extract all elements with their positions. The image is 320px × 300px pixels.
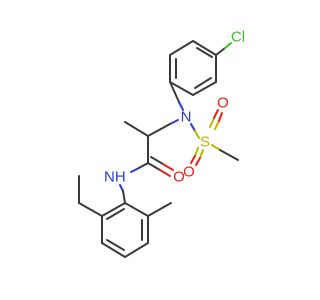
c-nh-bond-carbon <box>136 162 149 170</box>
sulfonyl-oxygen-upper-label: O <box>217 95 229 112</box>
ring-n-bond-nitrogen <box>178 101 184 111</box>
ring1-bond-d-inner <box>194 77 212 89</box>
ring2-bond-a <box>124 202 149 217</box>
so-lower-2-sulfur <box>199 149 204 159</box>
nh-ring-bond-carbon <box>122 190 126 204</box>
ring1-bond-d <box>192 81 217 96</box>
n-ca-bond-nitrogen <box>169 119 179 125</box>
ethyl-bond-1 <box>78 202 103 217</box>
s-methyl-bond-sulfur <box>211 144 221 151</box>
sulfur-label: S <box>200 134 210 151</box>
nh-ring-bond-nitrogen <box>119 184 124 192</box>
ring2-bond-c <box>124 242 149 258</box>
sulfonyl-oxygen-lower-label: O <box>183 164 195 181</box>
sulfonamide-nitrogen-label: N <box>181 109 192 126</box>
chlorine-label: Cl <box>231 29 245 46</box>
ring1-bond-b <box>192 40 217 56</box>
so-upper-2-sulfur <box>214 120 220 130</box>
so-upper-2-oxygen <box>218 112 223 122</box>
ring2-bond-d-inner <box>106 239 125 251</box>
molecule-diagram: Cl N S O O O NH <box>78 29 245 258</box>
n-s-bond-nitrogen <box>190 123 196 132</box>
ca-methyl-bond <box>124 121 149 137</box>
ring2-bond-d <box>101 242 126 258</box>
c-cl-bond-carbon <box>215 47 226 56</box>
ring1-bond-b-inner <box>196 47 213 58</box>
n-s-bond-sulfur <box>194 130 200 139</box>
s-methyl-bond-carbon <box>219 149 239 161</box>
ring2-methyl-bond <box>147 202 172 217</box>
co-bond-2-carbon <box>150 156 164 165</box>
co-bond-1-oxygen <box>159 169 171 177</box>
co-bond-2-oxygen <box>162 163 174 171</box>
so-lower-1-sulfur <box>194 147 199 157</box>
co-bond-1-carbon <box>147 162 161 171</box>
ring2-bond-f <box>101 202 126 217</box>
n-ca-bond-carbon <box>147 123 171 137</box>
structure-svg: Cl N S O O O NH <box>78 29 245 258</box>
chlorophenyl-ring <box>169 40 232 96</box>
c-cl-bond-chlorine <box>224 42 232 49</box>
so-lower-1-oxygen <box>190 155 196 164</box>
ring-n-bond-carbon <box>169 81 180 103</box>
so-upper-1-sulfur <box>209 117 215 128</box>
ring1-bond-a <box>169 40 194 56</box>
amide-nh-label: NH <box>104 169 126 186</box>
dialkylphenyl-ring <box>78 175 172 258</box>
ring2-bond-f-inner <box>106 208 125 220</box>
so-lower-2-oxygen <box>195 157 201 166</box>
so-upper-1-oxygen <box>213 109 219 119</box>
ring1-bond-e <box>169 81 194 96</box>
c-nh-bond-nitrogen <box>130 168 138 173</box>
carbonyl-oxygen-label: O <box>173 169 185 186</box>
